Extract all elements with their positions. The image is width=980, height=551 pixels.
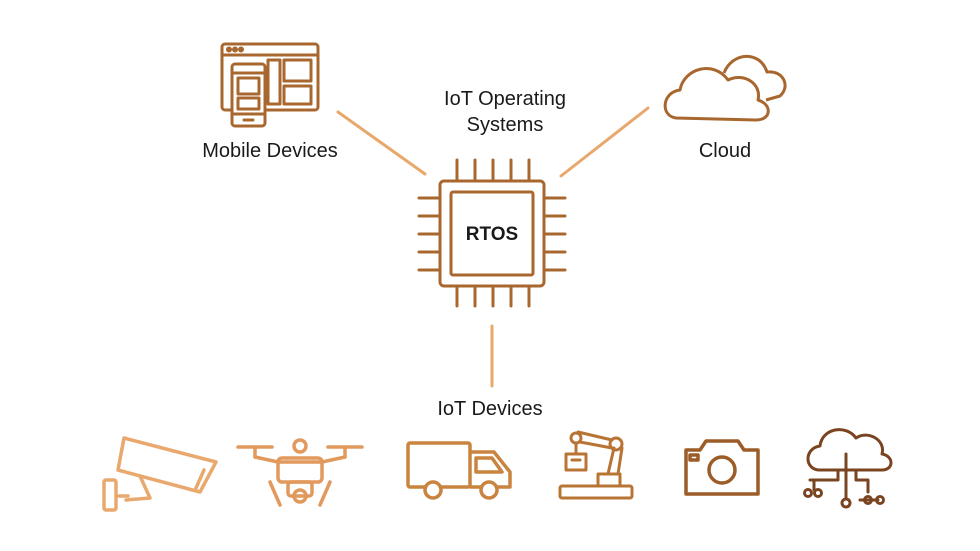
rtos-chip-icon (417, 158, 567, 308)
mobile-devices-label: Mobile Devices (202, 140, 338, 162)
rtos-label: RTOS (466, 224, 518, 245)
diagram-title: IoT Operating Systems (400, 86, 610, 138)
photo-camera-icon (684, 439, 760, 496)
truck-icon (406, 441, 512, 500)
cloud-network-icon (803, 428, 893, 509)
title-line-1: IoT Operating (444, 88, 566, 110)
security-camera-icon (102, 436, 218, 512)
iot-devices-label: IoT Devices (437, 398, 543, 420)
connector-mobile (336, 110, 427, 176)
connectors (336, 106, 650, 388)
mobile-devices-icon (220, 42, 320, 128)
cloud-label: Cloud (698, 140, 752, 162)
cloud-icon (663, 54, 787, 122)
robot-arm-icon (558, 430, 634, 500)
connector-cloud (559, 106, 650, 178)
title-line-2: Systems (466, 114, 544, 136)
drone-icon (236, 438, 364, 507)
